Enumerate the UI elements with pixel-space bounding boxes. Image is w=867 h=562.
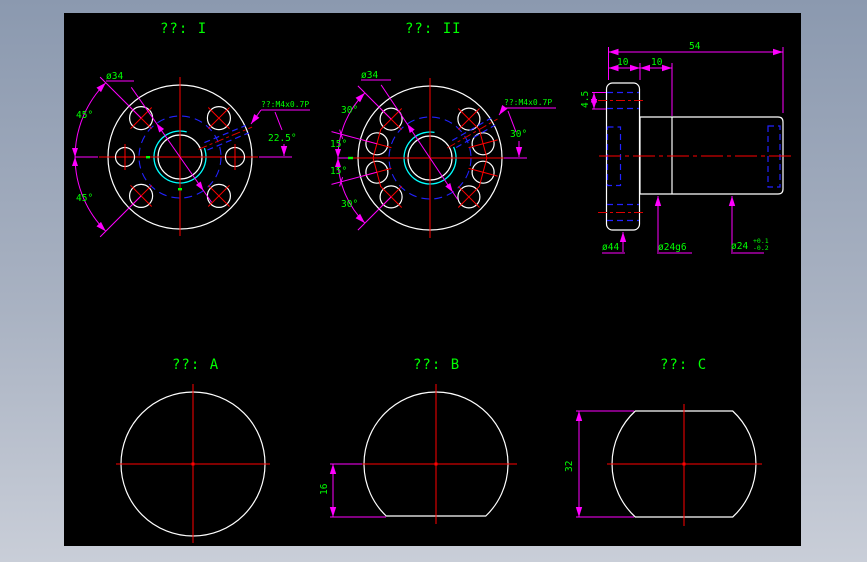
view2-thread-callout-leader	[498, 105, 556, 159]
side-leader-journal-dia	[654, 196, 692, 254]
side-overall-length-label: 54	[689, 41, 701, 52]
view1-thread-arc	[153, 130, 207, 184]
view1-centerlines	[99, 77, 258, 236]
view1-thread-angle-label: 22.5°	[268, 133, 297, 144]
view1-defpoint-bottom	[178, 188, 182, 191]
side-end-tol-upper: +0.1	[753, 237, 769, 245]
side-flange-dia-label: ø44	[602, 242, 619, 253]
view2-thread-angle-label: 30°	[510, 129, 527, 140]
view2-title: ??: II	[405, 21, 462, 37]
side-leader-flange-dia	[602, 232, 627, 254]
side-journal-length-label: 10	[651, 57, 663, 68]
side-end-tol-lower: -0.2	[753, 244, 769, 252]
viewB-section[interactable]: ??: B 16	[319, 357, 517, 524]
view1-bolt-circle-dim	[106, 80, 212, 203]
viewB-dim-flat	[329, 463, 386, 518]
view1-flange-front[interactable]: ??: I	[72, 21, 310, 238]
view1-angle-upper-label: 45°	[76, 110, 93, 121]
viewC-dim-flats	[575, 410, 634, 518]
view1-title: ??: I	[160, 21, 207, 37]
viewA-section[interactable]: ??: A	[116, 357, 270, 543]
side-dim-pilot-hole	[590, 92, 606, 110]
view2-bolt-circle-dim	[361, 79, 459, 200]
viewC-title: ??: C	[660, 357, 707, 373]
view2-bolt-circle-label: ø34	[361, 70, 378, 81]
viewB-centerlines	[357, 384, 517, 524]
viewA-title: ??: A	[172, 357, 219, 373]
side-pilot-hole-label: 4.5	[580, 91, 591, 108]
side-shaft-body	[639, 116, 784, 195]
view2-thread-callout-label: ??:M4x0.7P	[504, 98, 552, 107]
side-dim-segments	[608, 63, 673, 116]
view1-angular-dim-left	[72, 76, 142, 238]
viewC-shape	[611, 410, 757, 518]
side-dim-overall	[608, 47, 784, 113]
viewB-flat-offset-label: 16	[319, 483, 330, 495]
view1-defpoint-left	[146, 156, 150, 159]
view2-angle-left1-label: 30°	[341, 105, 358, 116]
viewB-title: ??: B	[413, 357, 460, 373]
viewC-across-flats-label: 32	[564, 461, 575, 472]
side-flange-thickness-label: 10	[617, 57, 629, 68]
side-end-dia-label: ø24	[731, 241, 748, 252]
view2-defpoint-left	[348, 156, 353, 160]
view2-angle-left2-label: 15°	[330, 139, 347, 150]
side-leader-end-dia	[728, 196, 764, 254]
view1-thread-callout-leader	[250, 109, 310, 158]
view1-bolt-circle-label: ø34	[106, 71, 123, 82]
view2-angle-left4-label: 30°	[341, 199, 358, 210]
side-view-shaft[interactable]: 54 10 10 4.5 ø44 ø24g6 ø24	[580, 41, 795, 254]
view1-angle-lower-label: 45°	[76, 193, 93, 204]
viewC-centerlines	[607, 404, 762, 526]
side-journal-dia-label: ø24g6	[658, 242, 687, 253]
cad-drawing-svg[interactable]: ??: I	[64, 13, 801, 546]
view2-angle-left3-label: 15°	[330, 166, 347, 177]
view1-thread-callout-label: ??:M4x0.7P	[261, 100, 309, 109]
viewC-section[interactable]: ??: C 32	[564, 357, 762, 526]
view1-thread-slot	[198, 124, 253, 151]
viewB-shape	[363, 391, 509, 517]
viewA-centerlines	[116, 384, 270, 543]
side-centerlines	[598, 100, 795, 213]
view2-thread-slot	[447, 117, 498, 149]
view2-angular-dims-left	[331, 85, 392, 231]
view2-flange-front[interactable]: ??: II	[330, 21, 556, 238]
cad-drawing-canvas[interactable]: ??: I	[64, 13, 801, 546]
view2-bolt-holes	[362, 107, 498, 209]
